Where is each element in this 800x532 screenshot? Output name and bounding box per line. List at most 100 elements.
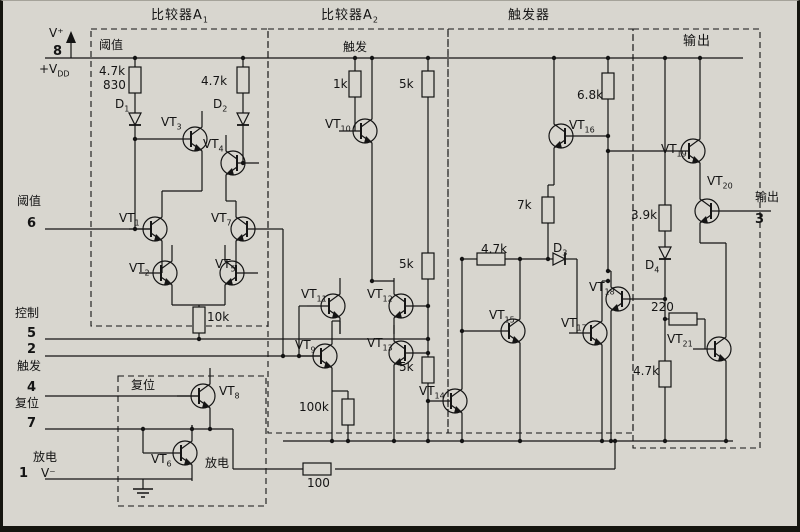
transistor-symbol [693,321,732,377]
wires [45,57,771,489]
vt17-label: VT17 [561,316,587,333]
sublabel-trigger: 触发 [343,40,368,54]
resistor-symbol [128,66,142,94]
transistor-symbol [667,123,706,179]
vt10-label: VT10 [325,117,351,134]
transistor-symbol [694,183,733,239]
transistor-symbol [299,328,338,384]
r-220: 220 [651,300,674,314]
transistor-symbol [388,325,427,381]
pin-label-reset: 复位 [15,396,40,410]
vt11-label: VT11 [301,287,327,304]
transistor-symbol [388,278,427,334]
transistor-symbol [307,278,346,334]
r-10k: 10k [207,310,230,324]
pin-vminus: V⁻ [41,466,56,480]
resistor-symbol [236,66,250,94]
r-4k7-mid: 4.7k [481,242,508,256]
pin-label-threshold: 阈值 [17,194,42,208]
diodes [128,112,672,266]
resistor-symbol [658,204,672,232]
pin-1: 1 [19,466,29,481]
vt8-label: VT8 [219,384,240,401]
vt13-label: VT13 [367,336,393,353]
pin-label-trigger: 触发 [17,359,42,373]
transistor-symbol [339,103,378,159]
transistor-symbol [220,135,259,191]
resistors [128,66,698,476]
r-7k: 7k [517,198,532,212]
d4-label: D4 [645,258,660,275]
vt19-label: VT19 [661,142,687,159]
pin-label-output: 输出 [755,190,780,204]
r-100k: 100k [299,400,329,414]
r-100: 100 [307,476,330,490]
ground-symbol [133,488,153,498]
pin-2: 2 [27,342,37,357]
vt4-label: VT4 [203,137,224,154]
pin-vdd: +VDD [39,62,70,79]
d2-label: D2 [213,97,228,114]
section-boxes [90,28,761,507]
vt14-label: VT14 [419,384,445,401]
pin-vplus: V⁺ [49,26,64,40]
r-5k-mid: 5k [399,257,414,271]
r-5k-bottom: 5k [399,360,414,374]
resistor-symbol [541,196,555,224]
resistor-symbol [601,72,615,100]
resistor-symbol [421,252,435,280]
r-6k8: 6.8k [577,88,604,102]
resistor-symbol [192,306,206,334]
pin-4: 4 [27,380,37,395]
vt18-label: VT18 [589,280,615,297]
r1-value: 4.7k [99,64,126,78]
title-flip-flop: 触发器 [508,8,551,23]
resistor-symbol [302,462,332,476]
vt21-label: VT21 [667,332,693,349]
transistor-symbol [230,201,269,257]
sublabel-reset: 复位 [131,378,156,392]
vt1-label: VT1 [119,211,140,228]
vplus-arrow-icon [66,31,76,58]
transistor-symbol [569,305,608,361]
vt20-label: VT20 [707,174,733,191]
transistor-symbol [177,368,216,424]
resistor-symbol [341,398,355,426]
diode-symbol [552,252,567,266]
vt12-label: VT12 [367,287,393,304]
title-output: 输出 [683,34,712,49]
diode-symbol [128,112,142,127]
transistor-symbol [129,201,168,257]
circuit-schematic [45,28,771,507]
vt2-label: VT2 [129,261,150,278]
vt6-label: VT6 [151,452,172,469]
pin-6: 6 [27,216,37,231]
vt5-label: VT5 [215,257,236,274]
sublabel-threshold: 阈值 [99,38,124,52]
vt7-label: VT7 [211,211,232,228]
pin-8: 8 [53,44,63,59]
transistor-symbol [605,271,644,327]
vt3-label: VT3 [161,115,182,132]
pin-7: 7 [27,416,37,431]
resistor-symbol [668,312,698,326]
d3-label: D3 [553,241,568,258]
diode-symbol [236,112,250,127]
transistor-symbol [139,245,178,301]
transistor-symbol [487,303,526,359]
resistor-symbol [421,356,435,384]
vt15-label: VT15 [489,308,515,325]
pin-label-control: 控制 [15,306,40,320]
vt16-label: VT16 [569,118,595,135]
pin-label-discharge: 放电 [33,450,58,464]
transistors [129,103,733,481]
resistor-symbol [476,252,506,266]
d1-label: D1 [115,97,130,114]
r1b-value: 830 [103,78,126,92]
transistor-symbol [219,245,258,301]
pin-3: 3 [755,212,765,227]
resistor-symbol [658,360,672,388]
r-4k7-out: 4.7k [633,364,660,378]
